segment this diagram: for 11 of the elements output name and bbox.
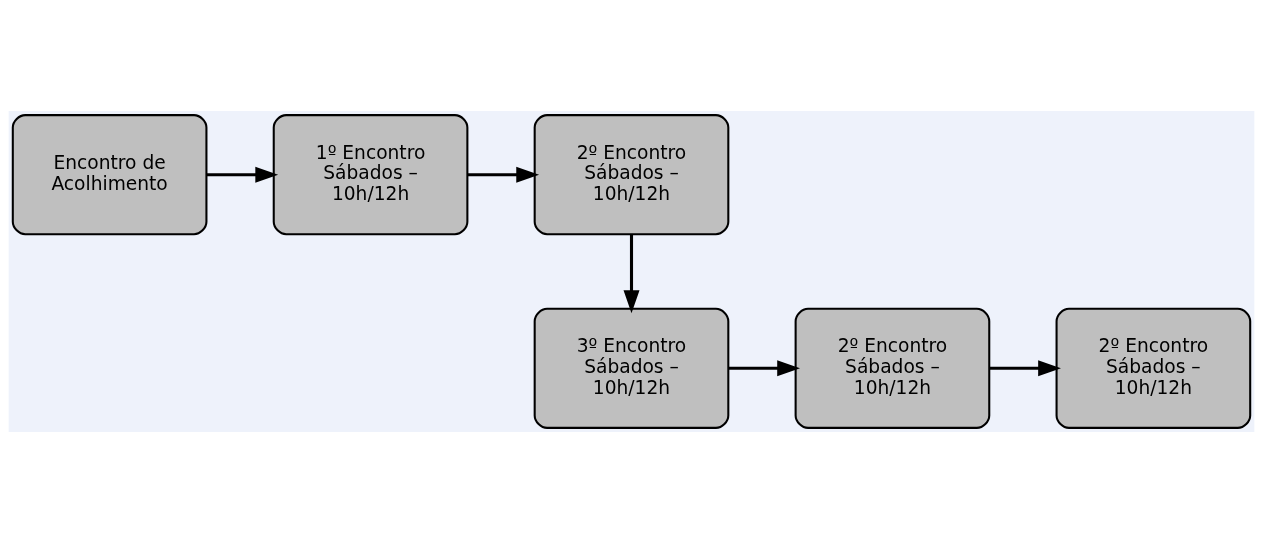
node-box: 1º Encontro Sábados – 10h/12h: [272, 113, 469, 235]
arrow: [206, 166, 279, 183]
node-box: 2º Encontro Sábados – 10h/12h: [1055, 307, 1252, 429]
node-box: Encontro de Acolhimento: [11, 113, 208, 235]
node-box: 3º Encontro Sábados – 10h/12h: [533, 307, 730, 429]
arrow: [623, 233, 640, 313]
arrow: [467, 166, 540, 183]
node-box: 2º Encontro Sábados – 10h/12h: [794, 307, 991, 429]
node-box: 2º Encontro Sábados – 10h/12h: [533, 113, 730, 235]
arrow: [989, 359, 1061, 376]
arrow: [728, 359, 801, 376]
